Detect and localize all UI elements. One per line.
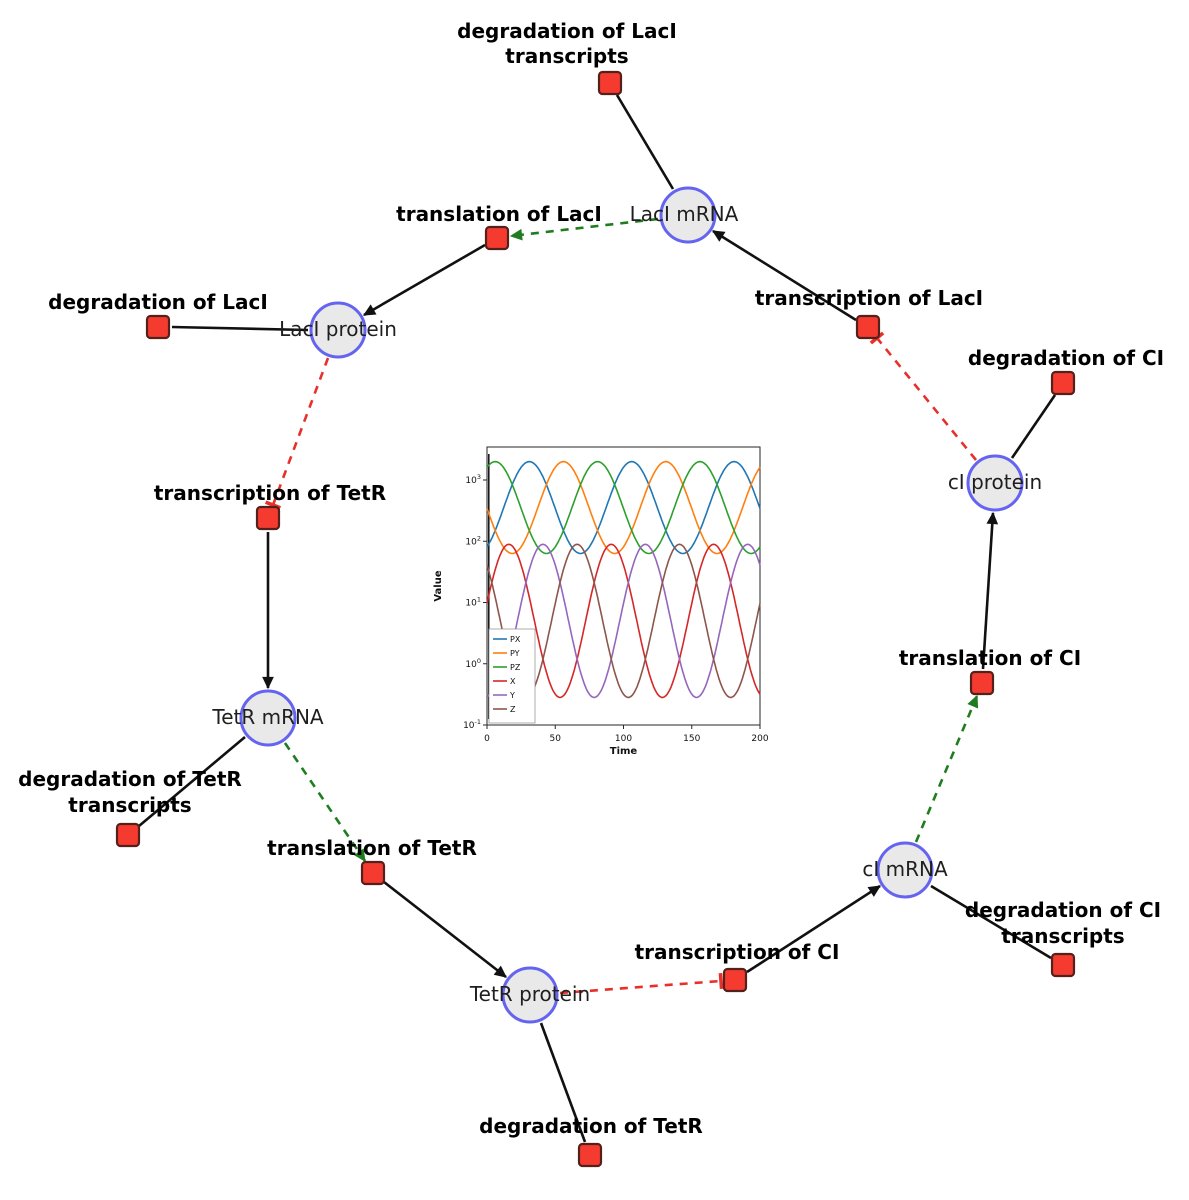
label-layer: LacI mRNA LacI protein TetR mRNA TetR pr… xyxy=(18,19,1164,1138)
reaction-label-degradation-of-ci: degradation of CI xyxy=(968,346,1164,370)
reaction-node-translation-of-laci[interactable] xyxy=(484,225,510,251)
series-Y-line xyxy=(486,543,761,699)
legend-label-PZ: PZ xyxy=(510,663,521,672)
reaction-node-translation-of-ci[interactable] xyxy=(969,670,995,696)
reaction-node-transcription-of-tetr[interactable] xyxy=(255,505,281,531)
species-label-tetr-protein: TetR protein xyxy=(469,982,590,1006)
x-tick-label: 0 xyxy=(484,734,490,744)
species-label-ci-protein: cI protein xyxy=(948,470,1042,494)
x-tick-label: 200 xyxy=(751,734,768,744)
edge-ci-protein-inhibits-transcription-laci xyxy=(869,331,978,461)
legend-label-PY: PY xyxy=(510,649,520,658)
reaction-label-degradation-of-tetr-transcripts-2: transcripts xyxy=(68,793,191,817)
reaction-label-translation-of-ci: translation of CI xyxy=(899,646,1081,670)
series-PY-line xyxy=(486,460,761,555)
species-label-laci-mrna: LacI mRNA xyxy=(630,202,739,226)
y-tick-label: 10-1 xyxy=(463,718,481,731)
series-X-line xyxy=(486,543,761,699)
reaction-label-degradation-of-laci: degradation of LacI xyxy=(48,290,268,314)
legend-label-Y: Y xyxy=(509,691,515,700)
edge-tetr-protein-to-degradation xyxy=(539,1022,587,1143)
x-tick-label: 100 xyxy=(615,734,632,744)
reaction-label-degradation-of-ci-transcripts-2: transcripts xyxy=(1001,924,1124,948)
reaction-label-degradation-of-laci-transcripts-1: degradation of LacI xyxy=(457,19,677,43)
x-tick-label: 150 xyxy=(683,734,700,744)
edge-ci-protein-to-degradation xyxy=(1010,394,1057,459)
reaction-label-translation-of-tetr: translation of TetR xyxy=(267,836,477,860)
reaction-node-transcription-of-laci[interactable] xyxy=(855,314,881,340)
series-PZ-line xyxy=(486,460,761,555)
species-label-tetr-mrna: TetR mRNA xyxy=(211,705,324,729)
x-axis-label: Time xyxy=(610,746,638,757)
species-node-ci-protein[interactable] xyxy=(966,454,1024,512)
reaction-node-transcription-of-ci[interactable] xyxy=(722,967,748,993)
edge-tetr-mrna-to-degradation-transcripts xyxy=(138,736,246,827)
species-node-laci-protein[interactable] xyxy=(309,301,367,359)
y-axis-label: Value xyxy=(433,570,444,601)
reaction-label-degradation-of-tetr: degradation of TetR xyxy=(479,1114,703,1138)
x-tick-label: 50 xyxy=(550,734,562,744)
reaction-label-degradation-of-laci-transcripts-2: transcripts xyxy=(505,44,628,68)
species-node-tetr-mrna[interactable] xyxy=(239,689,297,747)
species-layer xyxy=(239,186,1024,1024)
edge-layer xyxy=(138,94,1057,1143)
reaction-node-degradation-of-ci[interactable] xyxy=(1050,370,1076,396)
legend-box xyxy=(488,628,536,724)
y-tick-label: 102 xyxy=(465,534,481,547)
edge-laci-protein-to-degradation xyxy=(171,325,309,332)
reaction-node-degradation-of-laci[interactable] xyxy=(145,314,171,340)
species-node-ci-mrna[interactable] xyxy=(876,841,934,899)
edge-laci-mrna-to-degradation-transcripts xyxy=(615,94,675,190)
edge-transcription-ci-to-ci-mrna xyxy=(746,884,881,974)
reaction-node-translation-of-tetr[interactable] xyxy=(360,860,386,886)
reaction-label-transcription-of-tetr: transcription of TetR xyxy=(154,481,386,505)
reaction-label-transcription-of-laci: transcription of LacI xyxy=(755,286,983,310)
reaction-node-degradation-of-ci-transcripts[interactable] xyxy=(1050,952,1076,978)
edge-translation-ci-to-ci-protein xyxy=(981,511,999,670)
edge-ci-mrna-modifier-translation xyxy=(914,694,979,843)
reaction-label-translation-of-laci: translation of LacI xyxy=(396,202,602,226)
edge-tetr-protein-inhibits-transcription-ci xyxy=(559,973,724,995)
y-tick-label: 103 xyxy=(465,473,481,486)
edge-laci-protein-inhibits-transcription-tetr xyxy=(264,357,330,510)
species-node-laci-mrna[interactable] xyxy=(659,186,717,244)
edge-translation-laci-to-laci-protein xyxy=(362,243,486,317)
reaction-node-degradation-of-laci-transcripts[interactable] xyxy=(597,70,623,96)
reaction-label-degradation-of-tetr-transcripts-1: degradation of TetR xyxy=(18,767,242,791)
reaction-label-degradation-of-ci-transcripts-1: degradation of CI xyxy=(965,898,1161,922)
species-label-laci-protein: LacI protein xyxy=(279,317,397,341)
reaction-layer xyxy=(115,70,1076,1168)
y-tick-label: 100 xyxy=(465,657,481,670)
reaction-label-transcription-of-ci: transcription of CI xyxy=(635,940,840,964)
edge-laci-mrna-modifier-translation xyxy=(509,217,659,241)
edge-ci-mrna-to-degradation-transcripts xyxy=(930,884,1052,960)
legend-label-X: X xyxy=(510,677,516,686)
legend-label-PX: PX xyxy=(510,635,521,644)
y-tick-label: 101 xyxy=(465,596,481,609)
reaction-node-degradation-of-tetr[interactable] xyxy=(577,1142,603,1168)
species-label-ci-mrna: cI mRNA xyxy=(862,857,948,881)
reaction-node-degradation-of-tetr-transcripts[interactable] xyxy=(115,822,141,848)
legend-label-Z: Z xyxy=(510,705,516,714)
species-node-tetr-protein[interactable] xyxy=(501,966,559,1024)
series-PX-line xyxy=(486,460,761,555)
edge-translation-tetr-to-tetr-protein xyxy=(383,880,507,979)
edge-transcription-laci-to-laci-mrna xyxy=(712,229,857,322)
